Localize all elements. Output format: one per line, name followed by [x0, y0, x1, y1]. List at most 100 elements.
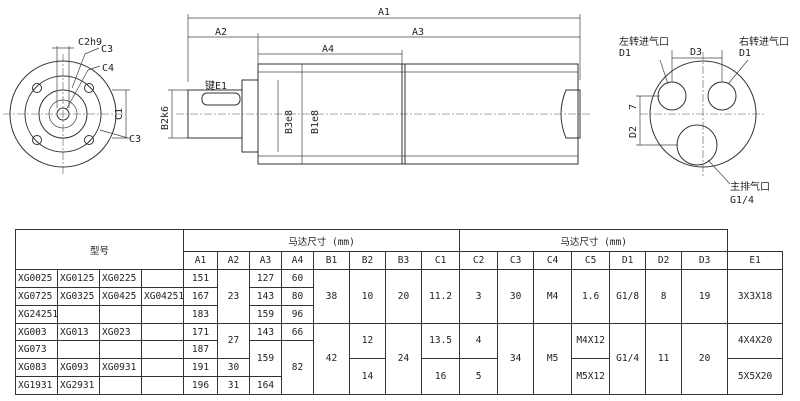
a3-cell: 159: [249, 340, 283, 378]
model-cell: [140, 358, 185, 378]
a1-cell: 196: [183, 376, 219, 395]
b1-cell: 38: [313, 269, 351, 324]
front-view: C2h9 C3 C4 C1 C3: [3, 37, 141, 174]
c3-bottom-label: C3: [129, 134, 141, 145]
b3e8-label: B3e8: [284, 110, 295, 134]
col-header: A3: [249, 251, 283, 271]
e1-cell: 3X3X18: [727, 269, 783, 324]
a1-cell: 191: [183, 358, 219, 378]
key-slot: [201, 92, 241, 106]
b2k6-label: B2k6: [160, 106, 171, 130]
left-inlet-label: 左转进气口: [619, 35, 669, 48]
c5-cell: M4X12: [571, 322, 611, 360]
b2-cell: 12: [349, 322, 387, 360]
c4-cell: M4: [533, 269, 573, 324]
exhaust-label: 主排气口: [730, 180, 770, 193]
spec-table: 型号 马达尺寸 (mm) 马达尺寸 (mm) A1 A2 A3 A4 B1 B2…: [14, 228, 783, 396]
b1e8-label: B1e8: [310, 110, 321, 134]
col-header: C5: [571, 251, 611, 271]
col-header: B1: [313, 251, 351, 271]
c4-cell: M5: [533, 322, 573, 396]
d2-cell: 11: [645, 322, 683, 396]
motor-dim-header-right: 马达尺寸 (mm): [459, 228, 729, 253]
model-cell: [57, 304, 100, 324]
a2-cell: 23: [217, 269, 251, 324]
col-header: B3: [385, 251, 423, 271]
col-header: D3: [681, 251, 729, 271]
right-inlet-port: [707, 81, 737, 111]
c3-cell: 34: [497, 322, 535, 396]
key-e1-label: 键E1: [205, 79, 227, 92]
model-cell: XG0025: [15, 269, 58, 288]
model-cell: XG0425: [99, 286, 142, 306]
model-cell: [140, 269, 185, 288]
table-row: XG0725 XG0325 XG0425 XG04251 167 143 80: [15, 286, 783, 306]
col-header: C1: [421, 251, 461, 271]
table-row: XG0025 XG0125 XG0225 151 23 127 60 38 10…: [15, 269, 783, 324]
col-header: C3: [497, 251, 535, 271]
d2-cell: 8: [645, 269, 683, 324]
a2-cell: 30: [217, 358, 251, 378]
exhaust-g-label: G1/4: [730, 195, 754, 206]
model-cell: XG003: [15, 322, 58, 342]
bolt-hole: [84, 135, 94, 145]
d2-label: D2: [628, 126, 639, 138]
col-header: D2: [645, 251, 683, 271]
table-row: XG1931 XG2931 196 31 164: [15, 376, 783, 395]
c2-cell: 5: [459, 358, 499, 395]
table-row: XG24251 183 159 96: [15, 304, 783, 324]
col-header: E1: [727, 251, 783, 271]
a3-cell: 127: [249, 269, 283, 288]
exhaust-port: [676, 124, 718, 166]
a4-cell: 82: [281, 340, 315, 395]
a4-cell: 96: [281, 304, 315, 324]
col-header: A2: [217, 251, 251, 271]
d3-label: D3: [690, 47, 702, 58]
d3-cell: 19: [681, 269, 729, 324]
pilot: [241, 79, 259, 153]
col-header: A1: [183, 251, 219, 271]
a3-cell: 143: [249, 286, 283, 306]
c2h9-label: C2h9: [78, 37, 102, 48]
a1-cell: 167: [183, 286, 219, 306]
c1-cell: 13.5: [421, 322, 461, 360]
motor-dim-header-left: 马达尺寸 (mm): [183, 228, 461, 253]
bolt-hole: [32, 135, 42, 145]
c5-cell: M5X12: [571, 358, 611, 395]
a2-label: A2: [215, 27, 227, 38]
c1-cell: 11.2: [421, 269, 461, 324]
bolt-hole: [84, 83, 94, 93]
a4-cell: 80: [281, 286, 315, 306]
model-cell: [140, 340, 185, 360]
a4-cell: 60: [281, 269, 315, 288]
b2-cell: 10: [349, 269, 387, 324]
model-cell: XG24251: [15, 304, 58, 324]
col-header: A4: [281, 251, 315, 271]
a3-cell: 164: [249, 376, 283, 395]
a2-cell: 31: [217, 376, 251, 395]
left-inlet-d-label: D1: [619, 48, 631, 59]
right-inlet-label: 右转进气口: [739, 35, 789, 48]
a3-cell: 159: [249, 304, 283, 324]
rear-view: 左转进气口 D1 右转进气口 D1 D3 7 D2 主排气口 G1/4: [619, 35, 789, 206]
table-row: XG003 XG013 XG023 171 27 143 66 42 12 24…: [15, 322, 783, 396]
model-cell: XG0125: [57, 269, 100, 288]
d1-cell: G1/4: [609, 322, 647, 396]
a1-cell: 187: [183, 340, 219, 360]
a1-cell: 151: [183, 269, 219, 288]
model-cell: [140, 304, 185, 324]
a2-cell: 27: [217, 322, 251, 360]
model-cell: XG0931: [99, 358, 142, 378]
model-cell: XG2931: [57, 376, 100, 395]
c3-top-label: C3: [101, 44, 113, 55]
model-cell: XG04251: [140, 286, 185, 306]
c4-label: C4: [102, 63, 114, 74]
c1-cell: 16: [421, 358, 461, 395]
a1-cell: 183: [183, 304, 219, 324]
col-header: B2: [349, 251, 387, 271]
model-cell: XG0225: [99, 269, 142, 288]
side-view: A1 A2 A3 A4 键E1 B2k6 B3e8: [160, 7, 592, 165]
model-cell: [99, 304, 142, 324]
model-cell: XG0725: [15, 286, 58, 306]
b1-cell: 42: [313, 322, 351, 396]
